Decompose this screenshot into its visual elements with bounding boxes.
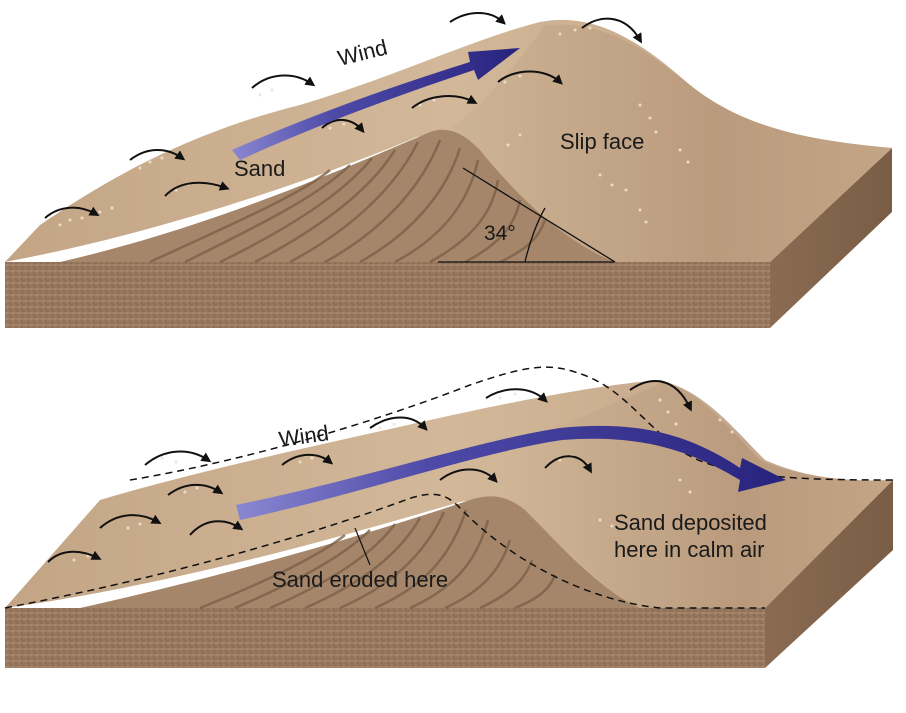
small-arrow-icon bbox=[581, 17, 643, 44]
small-arrow-icon bbox=[189, 520, 244, 536]
small-arrow-icon bbox=[47, 550, 102, 563]
small-arrow-icon bbox=[411, 94, 478, 109]
small-arrow-icon bbox=[164, 181, 230, 197]
small-arrow-icon bbox=[44, 206, 100, 219]
top-dune-panel: Wind Sand Slip face 34° bbox=[5, 12, 892, 328]
top-slip-face-label: Slip face bbox=[560, 129, 644, 154]
bottom-deposited-label-line2: here in calm air bbox=[614, 537, 764, 562]
bottom-cross-bed-lines bbox=[199, 509, 557, 610]
top-sand-grains bbox=[58, 26, 690, 227]
small-arrow-icon bbox=[497, 70, 563, 85]
top-wind-arrow-icon bbox=[232, 48, 520, 160]
top-small-wind-arrows bbox=[44, 12, 643, 219]
top-block-side bbox=[770, 148, 892, 328]
bottom-block-front bbox=[5, 608, 765, 668]
top-angle-label: 34° bbox=[484, 222, 516, 245]
small-arrow-icon bbox=[449, 12, 506, 25]
small-arrow-icon bbox=[129, 149, 186, 161]
small-arrow-icon bbox=[251, 74, 316, 89]
small-arrow-icon bbox=[144, 450, 212, 466]
top-angle-lines bbox=[438, 167, 616, 263]
bottom-block-side bbox=[765, 480, 893, 668]
bottom-small-wind-arrows bbox=[47, 380, 692, 563]
bottom-wind-arrow-icon bbox=[236, 425, 786, 520]
small-arrow-icon bbox=[369, 416, 428, 431]
small-arrow-icon bbox=[544, 455, 592, 474]
top-wind-label: Wind bbox=[335, 34, 390, 70]
bottom-deposited-label-line1: Sand deposited bbox=[614, 510, 767, 535]
small-arrow-icon bbox=[99, 514, 162, 529]
bottom-cross-section bbox=[80, 496, 640, 608]
small-arrow-icon bbox=[485, 388, 548, 403]
small-arrow-icon bbox=[629, 380, 692, 412]
top-block-front bbox=[5, 262, 770, 328]
top-sand-label: Sand bbox=[234, 156, 285, 181]
small-arrow-icon bbox=[321, 119, 365, 134]
bottom-eroded-pointer bbox=[354, 527, 371, 566]
bottom-sand-grains bbox=[72, 392, 734, 562]
bottom-dune-panel: Wind Sand eroded here Sand deposited her… bbox=[4, 366, 894, 668]
small-arrow-icon bbox=[167, 483, 224, 496]
small-arrow-icon bbox=[281, 453, 334, 466]
small-arrow-icon bbox=[439, 468, 498, 483]
bottom-eroded-label: Sand eroded here bbox=[272, 567, 448, 592]
